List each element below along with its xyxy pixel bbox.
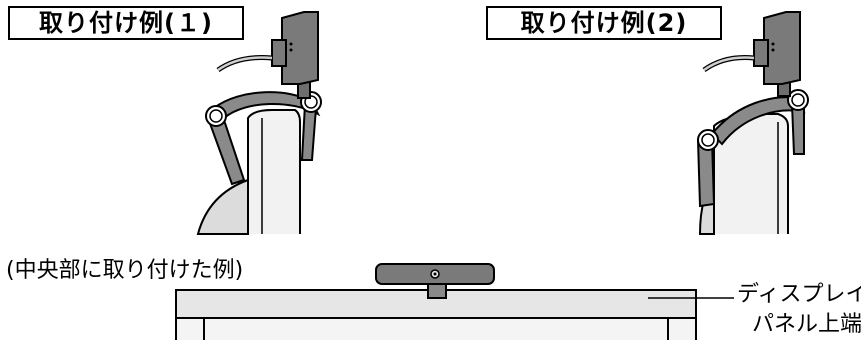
example-2-label: 取り付け例(2): [486, 6, 722, 40]
monitor-back-1: [196, 178, 249, 235]
example-1-label: 取り付け例(１): [8, 6, 244, 40]
display-panel-2: [713, 113, 789, 234]
camera-body-1: [281, 11, 319, 85]
example-2-illustration: [696, 11, 809, 235]
center-example-caption: (中央部に取り付けた例): [6, 258, 244, 283]
display-panel-1: [247, 109, 301, 234]
camera-body-2: [763, 11, 801, 85]
mount-arm-right-2: [790, 103, 805, 155]
center-mount-illustration: [175, 263, 734, 340]
callout-label-line2: パネル上端: [752, 312, 861, 337]
example-1-illustration: [196, 11, 322, 235]
mount-bracket-1: [212, 91, 321, 120]
callout-label-line1: ディスプレイ: [737, 282, 861, 307]
